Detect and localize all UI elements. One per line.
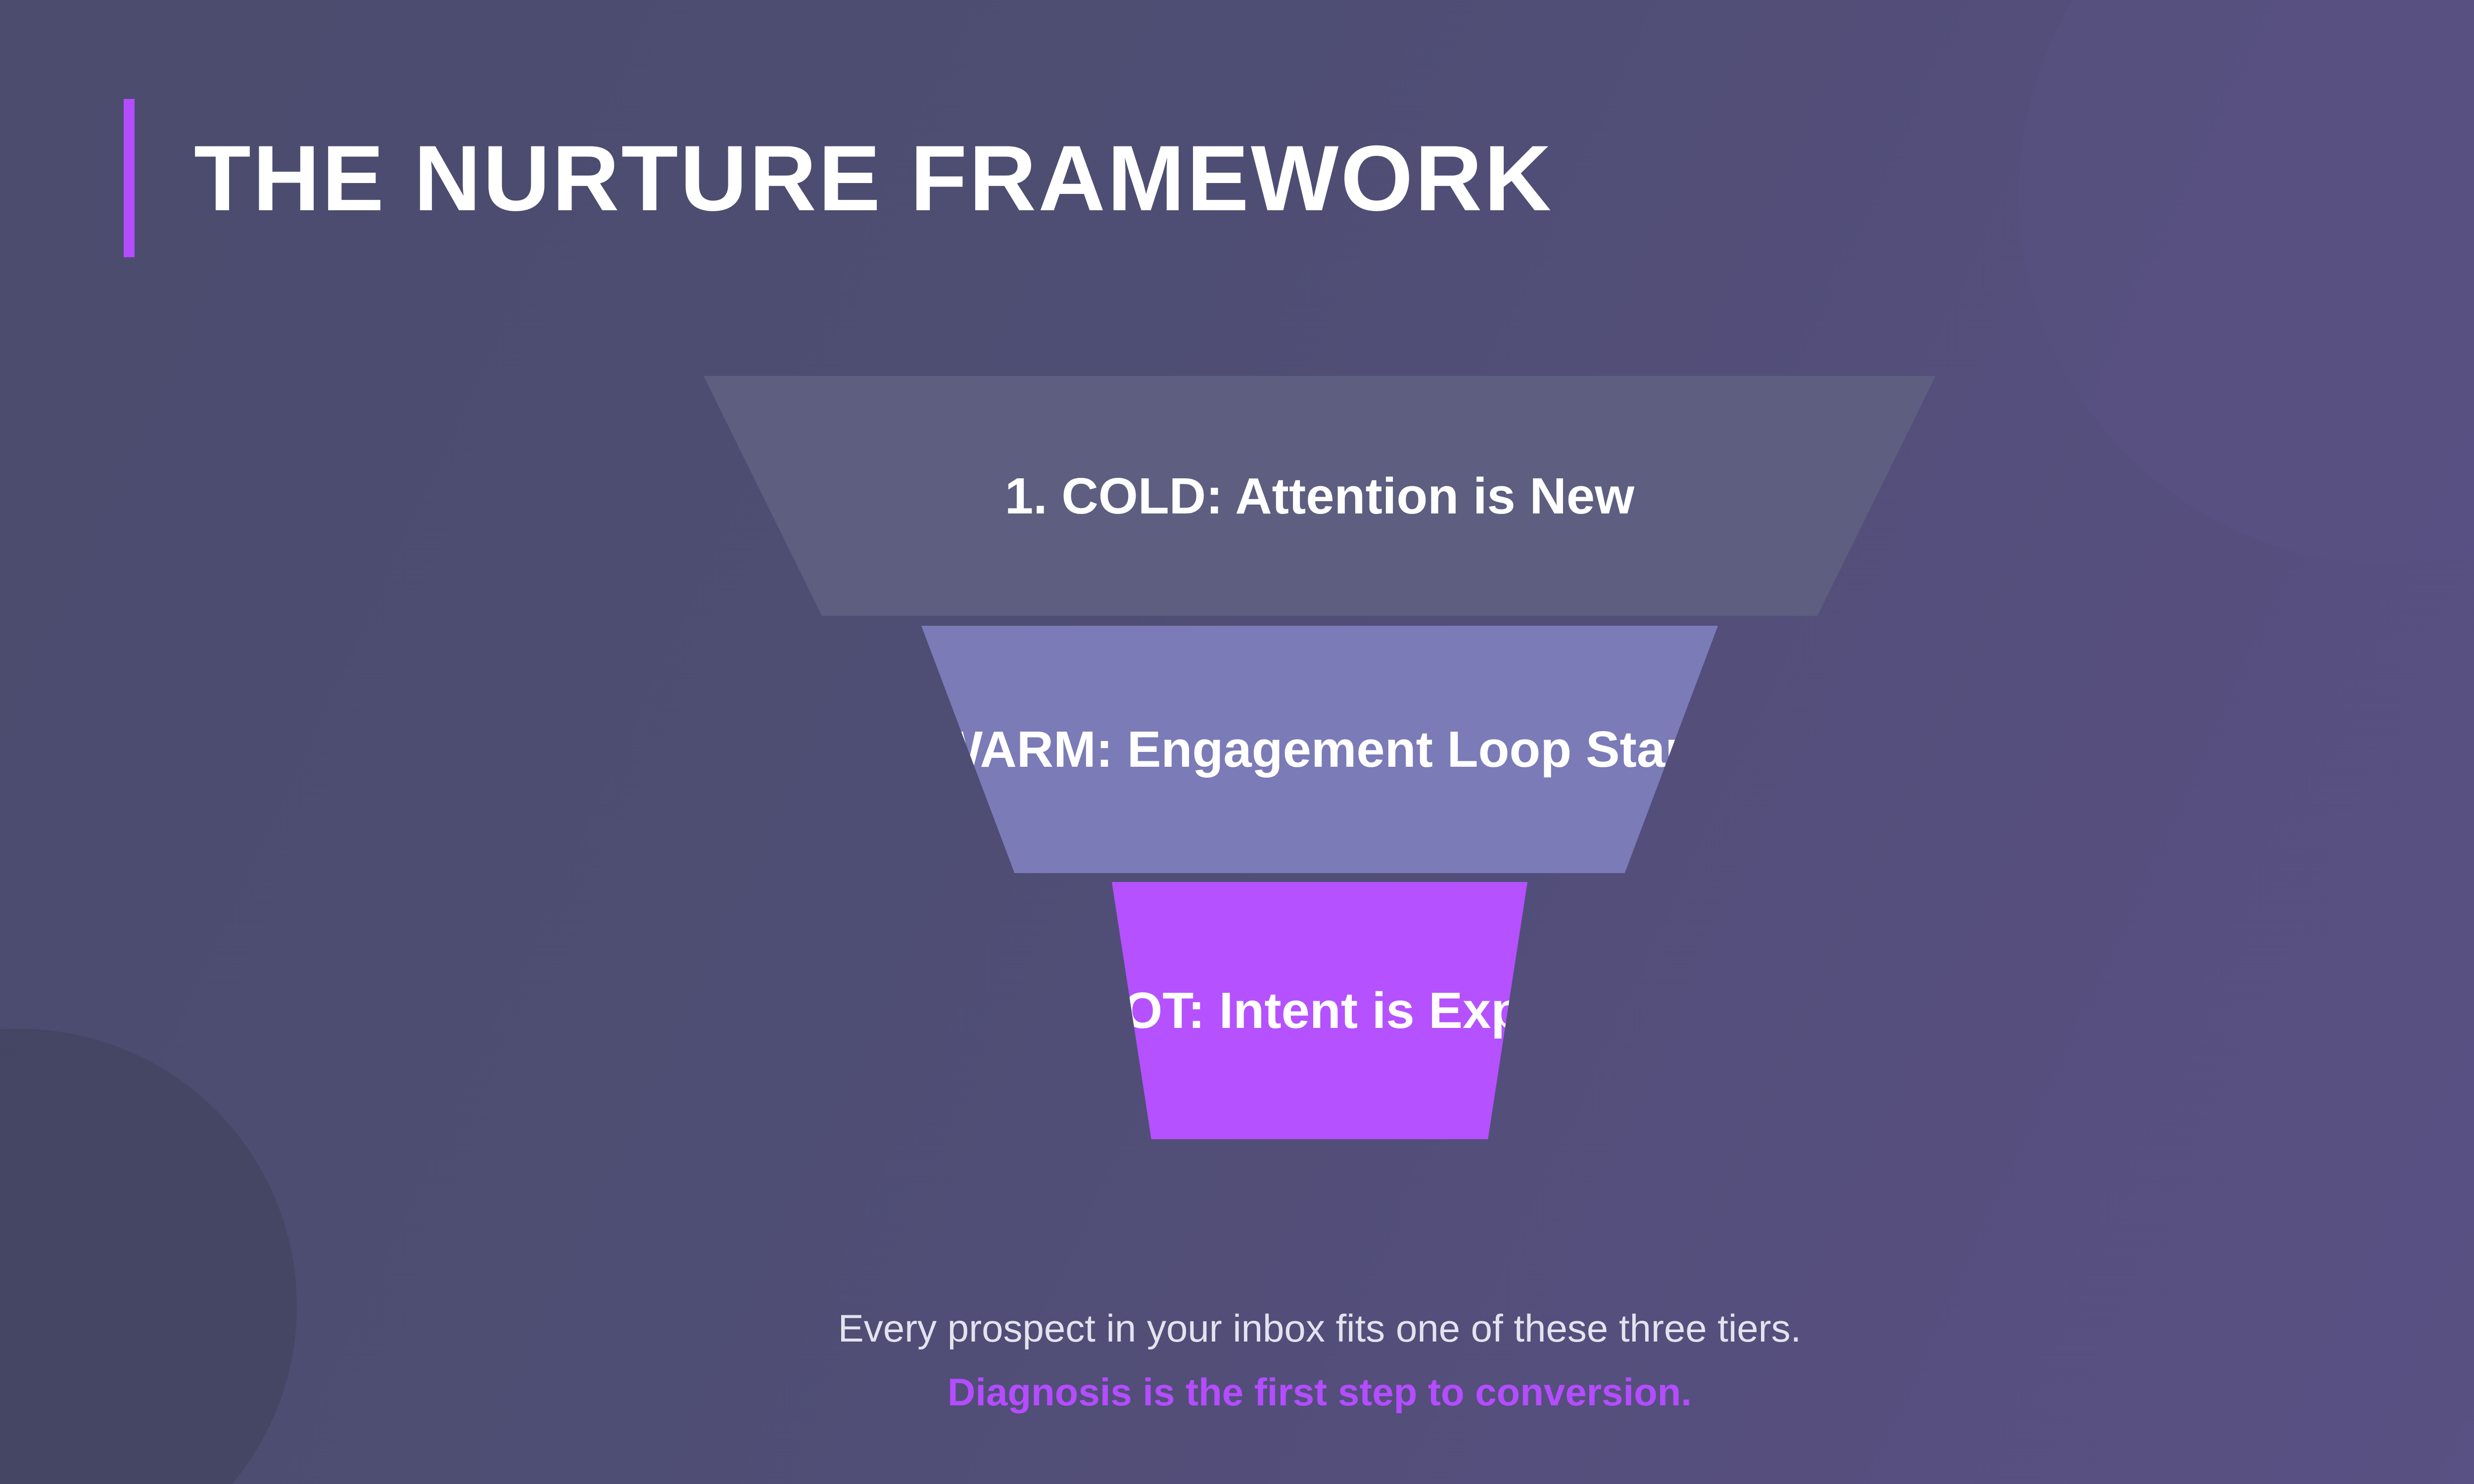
funnel-tier-cold-label-wrap: 1. COLD: Attention is New <box>775 465 1864 527</box>
funnel-tier-hot-label: 3. HOT: Intent is Explicit <box>1112 982 1527 1039</box>
funnel-tier-hot[interactable]: 3. HOT: Intent is Explicit <box>1112 882 1527 1139</box>
nurture-funnel-diagram: 1. COLD: Attention is New 2. WARM: Engag… <box>0 376 2474 1139</box>
title-accent-bar <box>124 99 135 257</box>
footer-emphasis: Diagnosis is the first step to conversio… <box>948 1370 1692 1414</box>
funnel-tier-cold-label: 1. COLD: Attention is New <box>1004 467 1635 524</box>
footer-caption: Every prospect in your inbox fits one of… <box>838 1306 1802 1350</box>
title-block: THE NURTURE FRAMEWORK <box>124 99 1553 257</box>
slide-footer: Every prospect in your inbox fits one of… <box>0 1306 2474 1415</box>
page-title: THE NURTURE FRAMEWORK <box>194 126 1554 230</box>
funnel-tier-warm-label: 2. WARM: Engagement Loop Started <box>921 721 1718 778</box>
funnel-tier-cold[interactable]: 1. COLD: Attention is New <box>704 376 1936 616</box>
funnel-tier-hot-label-wrap: 3. HOT: Intent is Explicit <box>1112 979 1527 1042</box>
funnel-tier-warm[interactable]: 2. WARM: Engagement Loop Started <box>921 626 1718 873</box>
funnel-tier-warm-label-wrap: 2. WARM: Engagement Loop Started <box>921 718 1718 781</box>
